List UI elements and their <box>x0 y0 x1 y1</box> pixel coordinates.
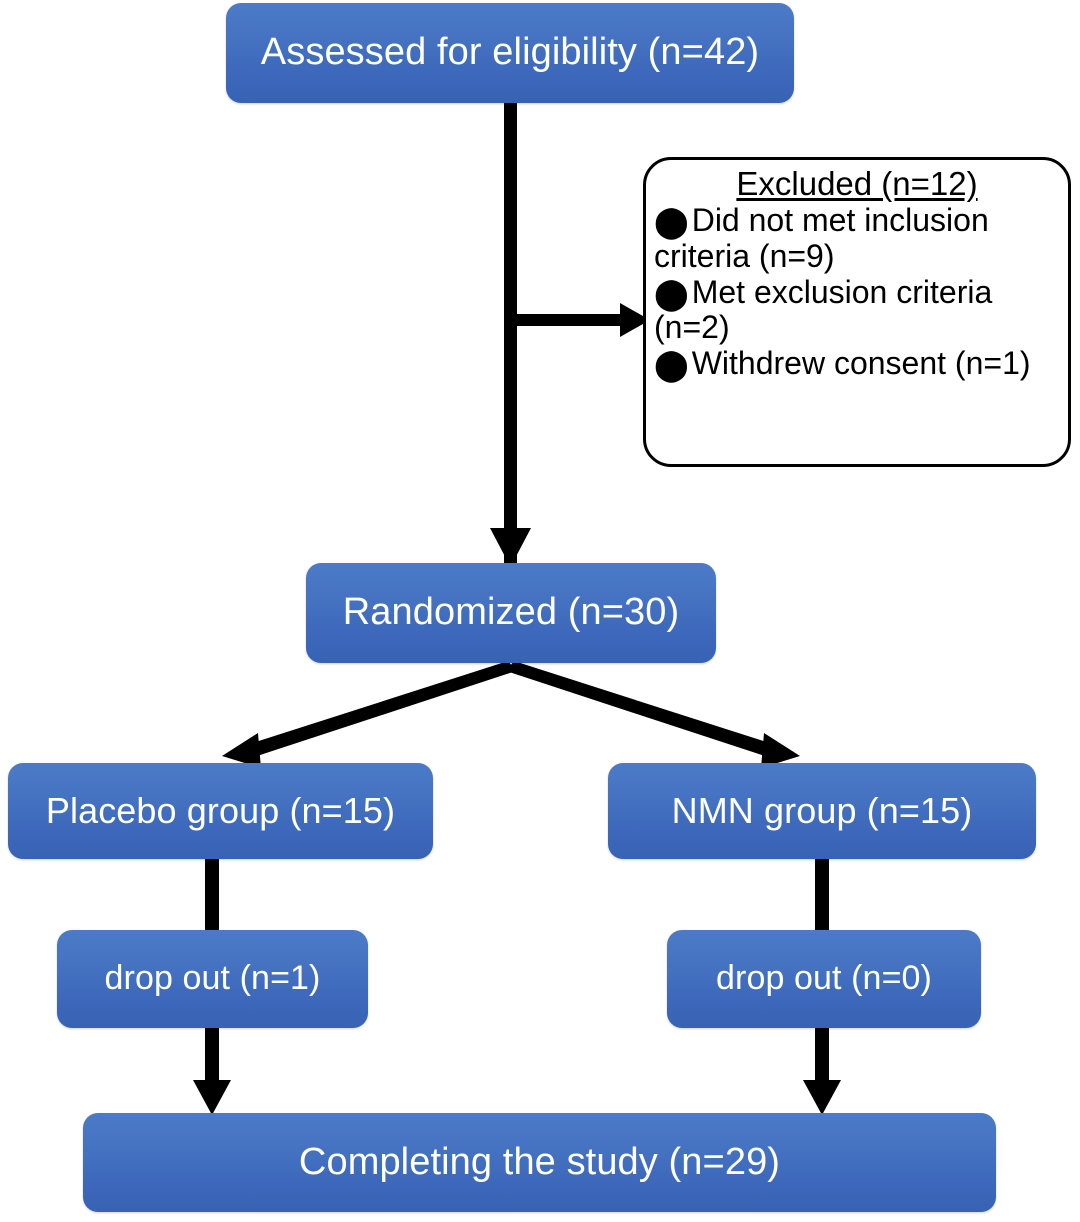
connector-dropout-nmn-to-completing <box>803 1028 841 1115</box>
node-excluded[interactable]: Excluded (n=12) ⬤Did not met inclusion c… <box>643 157 1071 467</box>
excluded-reason-item: ⬤Did not met inclusion criteria (n=9) <box>654 201 1060 275</box>
node-completing-the-study[interactable]: Completing the study (n=29) <box>83 1113 996 1212</box>
connector-randomized-to-nmn <box>506 661 800 768</box>
excluded-reason-list: ⬤Did not met inclusion criteria (n=9) ⬤M… <box>654 201 1060 383</box>
excluded-reason-item: ⬤Met exclusion criteria (n=2) <box>654 273 1060 347</box>
node-placebo-group-label: Placebo group (n=15) <box>45 790 396 832</box>
node-assessed-label: Assessed for eligibility (n=42) <box>260 31 760 74</box>
bullet-icon: ⬤ <box>654 203 689 239</box>
bullet-icon: ⬤ <box>654 275 689 311</box>
node-dropout-placebo[interactable]: drop out (n=1) <box>57 930 368 1028</box>
node-dropout-nmn[interactable]: drop out (n=0) <box>667 930 981 1028</box>
node-completing-label: Completing the study (n=29) <box>298 1140 781 1183</box>
node-dropout-placebo-label: drop out (n=1) <box>104 959 321 998</box>
excluded-reason-label: Withdrew consent (n=1) <box>691 345 1031 382</box>
node-randomized[interactable]: Randomized (n=30) <box>306 563 716 663</box>
node-assessed-for-eligibility[interactable]: Assessed for eligibility (n=42) <box>226 3 794 103</box>
node-randomized-label: Randomized (n=30) <box>342 591 680 634</box>
excluded-reason-label: Did not met inclusion criteria (n=9) <box>654 201 989 274</box>
connector-assessed-to-randomized <box>490 103 531 567</box>
excluded-reason-label: Met exclusion criteria (n=2) <box>654 273 993 346</box>
node-nmn-group-label: NMN group (n=15) <box>671 790 973 832</box>
connector-randomized-to-placebo <box>222 661 516 768</box>
node-placebo-group[interactable]: Placebo group (n=15) <box>8 763 433 859</box>
node-dropout-nmn-label: drop out (n=0) <box>716 959 932 998</box>
bullet-icon: ⬤ <box>654 347 689 383</box>
excluded-title: Excluded (n=12) <box>736 165 978 202</box>
connector-assessed-to-excluded <box>510 303 650 337</box>
excluded-reason-item: ⬤Withdrew consent (n=1) <box>654 345 1060 383</box>
node-nmn-group[interactable]: NMN group (n=15) <box>608 763 1036 859</box>
connector-dropout-placebo-to-completing <box>193 1028 231 1115</box>
